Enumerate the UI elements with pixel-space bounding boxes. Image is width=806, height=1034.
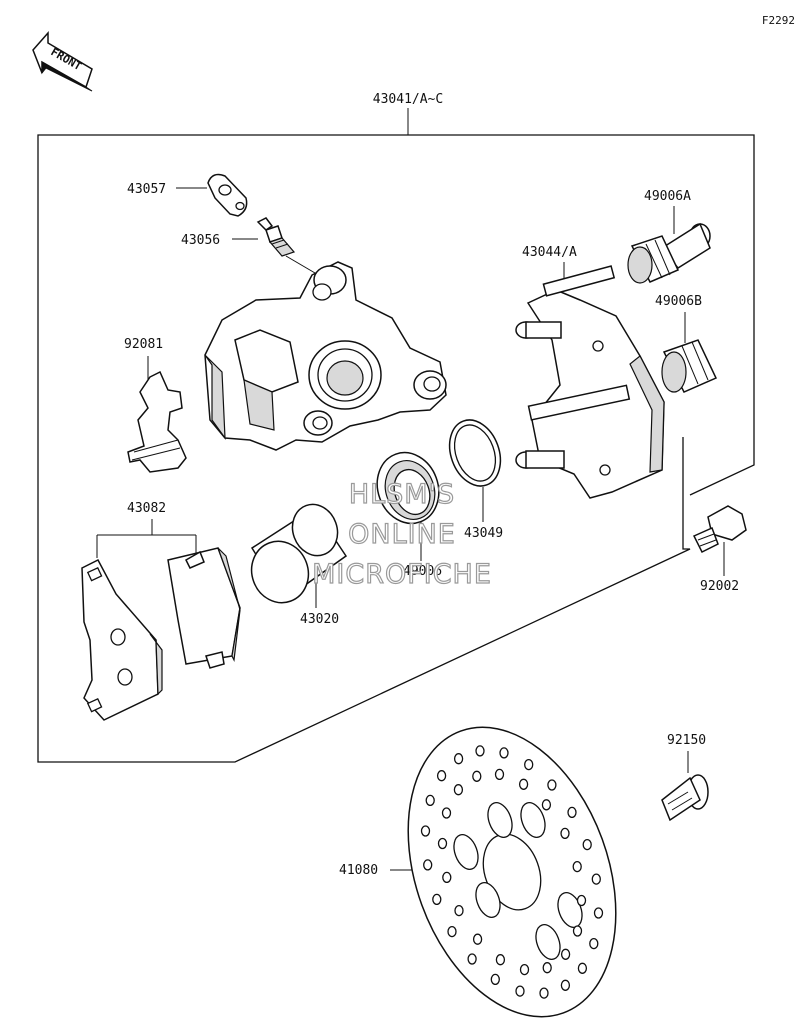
disc-vent-hole xyxy=(591,873,601,885)
label-92081: 92081 xyxy=(124,337,163,352)
boot-b-part xyxy=(661,339,718,393)
disc-vent-hole xyxy=(515,985,525,997)
disc-vent-hole xyxy=(589,937,599,950)
label-43082: 43082 xyxy=(127,501,166,516)
brake-pad-right-part xyxy=(167,547,241,669)
disc-vent-hole xyxy=(519,963,530,976)
label-49006: 49006 xyxy=(403,564,442,579)
disc-vent-hole xyxy=(447,925,457,938)
disc-vent-hole xyxy=(453,784,464,796)
watermark-line-3: MICROFICHE xyxy=(312,559,492,590)
disc-vent-hole xyxy=(541,799,552,811)
disc-vent-hole xyxy=(567,806,577,819)
disc-vent-hole xyxy=(542,962,552,974)
disc-vent-hole xyxy=(432,893,442,906)
disc-bolt-part xyxy=(661,774,709,822)
disc-vent-hole xyxy=(436,770,447,782)
disc-vent-hole xyxy=(472,933,483,945)
disc-vent-hole xyxy=(593,907,604,919)
disc-vent-hole xyxy=(437,837,448,850)
disc-vent-hole xyxy=(453,753,464,765)
front-arrow-icon: FRONT xyxy=(32,31,93,92)
watermark: HLSM'S ONLINE MICROFICHE xyxy=(311,478,492,590)
label-92002: 92002 xyxy=(700,579,739,594)
label-43057: 43057 xyxy=(127,182,166,197)
caliper-body-part xyxy=(204,261,447,451)
bracket-part xyxy=(515,265,665,499)
brake-disc-part xyxy=(407,726,617,1018)
disc-vent-hole xyxy=(441,807,452,819)
piston-part xyxy=(250,503,348,604)
label-49006A: 49006A xyxy=(644,189,691,204)
disc-vent-hole xyxy=(547,779,557,791)
leader-lines xyxy=(96,187,725,871)
label-92150: 92150 xyxy=(667,733,706,748)
disc-vent-hole xyxy=(472,770,482,782)
disc-vent-hole xyxy=(423,859,433,871)
disc-vent-hole xyxy=(425,794,435,807)
disc-vent-hole xyxy=(582,838,592,851)
assembly-frame xyxy=(37,108,755,763)
disc-vent-hole xyxy=(490,973,500,986)
disc-vent-hole xyxy=(499,747,509,759)
label-43044: 43044/A xyxy=(522,245,577,260)
label-41080: 41080 xyxy=(339,863,378,878)
disc-vent-hole xyxy=(524,758,534,771)
dust-seal-part xyxy=(376,451,440,525)
piston-seal-part xyxy=(448,419,502,487)
disc-vent-hole xyxy=(494,768,505,781)
disc-vent-hole xyxy=(495,954,506,966)
disc-vent-hole xyxy=(442,871,452,884)
label-43056: 43056 xyxy=(181,233,220,248)
disc-vent-hole xyxy=(572,925,583,937)
label-43020: 43020 xyxy=(300,612,339,627)
watermark-line-2: ONLINE xyxy=(348,519,456,550)
pad-spring-part xyxy=(127,370,187,473)
disc-vent-hole xyxy=(577,962,588,974)
boot-a-part xyxy=(627,222,711,284)
disc-vent-hole xyxy=(518,778,529,790)
bleed-cap-part xyxy=(207,173,248,217)
disc-vent-hole xyxy=(560,827,570,840)
label-43049: 43049 xyxy=(464,526,503,541)
label-43041: 43041/A~C xyxy=(373,92,443,107)
disc-vent-hole xyxy=(560,948,571,960)
disc-vent-hole xyxy=(560,979,571,991)
disc-vent-hole xyxy=(454,904,464,917)
brake-pad-left-part xyxy=(81,559,163,721)
disc-vent-hole xyxy=(576,894,587,907)
watermark-line-1: HLSM'S xyxy=(349,479,455,510)
disc-vent-hole xyxy=(539,987,549,999)
disc-vent-hole xyxy=(467,953,477,965)
disc-vent-hole xyxy=(420,825,431,837)
bleeder-valve-part xyxy=(256,217,296,257)
disc-vent-holes xyxy=(420,745,604,999)
disc-vent-hole xyxy=(475,745,485,757)
label-49006B: 49006B xyxy=(655,294,702,309)
disc-vent-hole xyxy=(572,860,582,873)
diagram-code: F2292 xyxy=(762,14,795,27)
bolt-part xyxy=(692,505,747,554)
